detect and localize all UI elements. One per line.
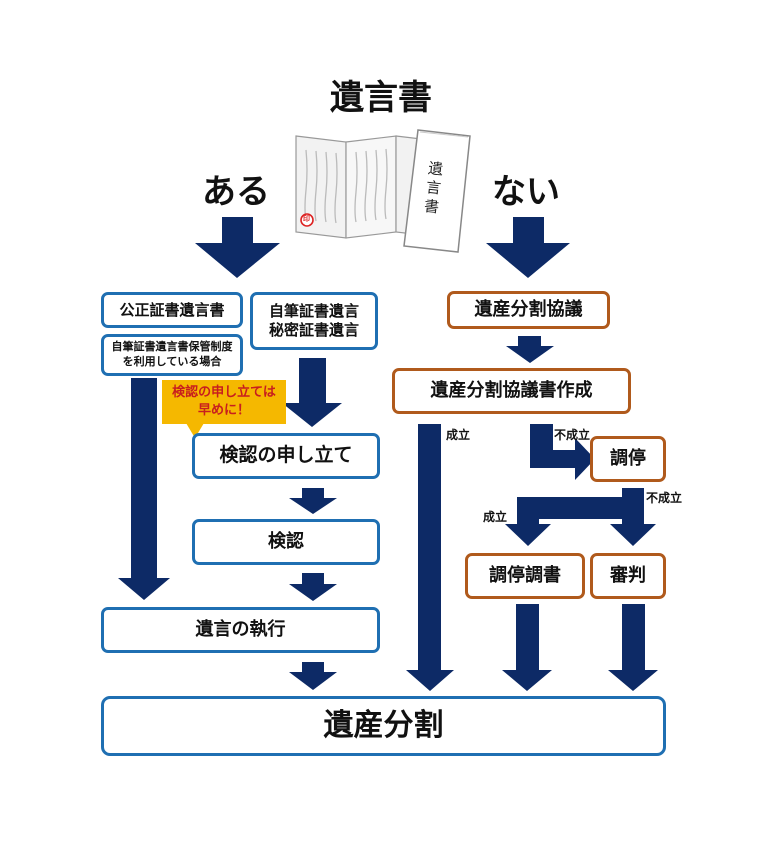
arrow-request-to-probate (289, 488, 337, 514)
arrow-yes (195, 217, 280, 278)
notarized-will-box: 公正証書遺言書 (101, 292, 243, 328)
arrow-holographic-to-request (282, 358, 342, 427)
storage-system-line2: を利用している場合 (122, 355, 222, 368)
storage-system-box: 自筆証書遺言書保管制度 を利用している場合 (101, 334, 243, 376)
arrow-probate-to-execution (289, 573, 337, 601)
division-document-box: 遺産分割協議書作成 (392, 368, 631, 414)
arrow-execution-to-division (289, 662, 337, 690)
division-talks-box: 遺産分割協議 (447, 291, 610, 329)
label-fail-mediation: 不成立 (646, 491, 683, 505)
judgment-box: 審判 (590, 553, 666, 599)
probate-request-box: 検認の申し立て (192, 433, 380, 479)
arrow-judgment-to-division (608, 604, 658, 691)
secret-will-label: 秘密証書遺言 (268, 321, 359, 339)
arrow-mediation-split (505, 488, 656, 546)
label-fail-document: 不成立 (554, 428, 591, 442)
estate-division-box: 遺産分割 (101, 696, 666, 756)
label-success-mediation: 成立 (483, 510, 508, 524)
probate-box: 検認 (192, 519, 380, 565)
will-execution-box: 遺言の執行 (101, 607, 380, 653)
arrow-document-to-mediation (530, 424, 595, 480)
branch-no-label: ない (492, 172, 560, 212)
note-line1: 検認の申し立ては (172, 385, 276, 401)
arrow-talks-to-document (506, 336, 554, 363)
label-success-document: 成立 (446, 428, 471, 442)
arrow-storage-to-execution (118, 378, 170, 600)
seal-stamp-text: 印 (303, 215, 310, 223)
branch-yes-label: ある (202, 172, 270, 212)
storage-system-line1: 自筆証書遺言書保管制度 (111, 340, 233, 354)
mediation-box: 調停 (590, 436, 666, 482)
arrow-document-to-division (406, 424, 454, 691)
mediation-record-box: 調停調書 (465, 553, 585, 599)
early-filing-note: 検認の申し立ては 早めに！ (162, 380, 286, 424)
page-title: 遺言書 (330, 78, 432, 118)
holographic-will-label: 自筆証書遺言 (268, 302, 359, 321)
holographic-secret-will-box: 自筆証書遺言 秘密証書遺言 (250, 292, 378, 350)
seal-stamp (300, 213, 314, 227)
arrow-no (486, 217, 570, 278)
note-line2: 早めに！ (197, 403, 250, 418)
arrow-record-to-division (502, 604, 552, 691)
